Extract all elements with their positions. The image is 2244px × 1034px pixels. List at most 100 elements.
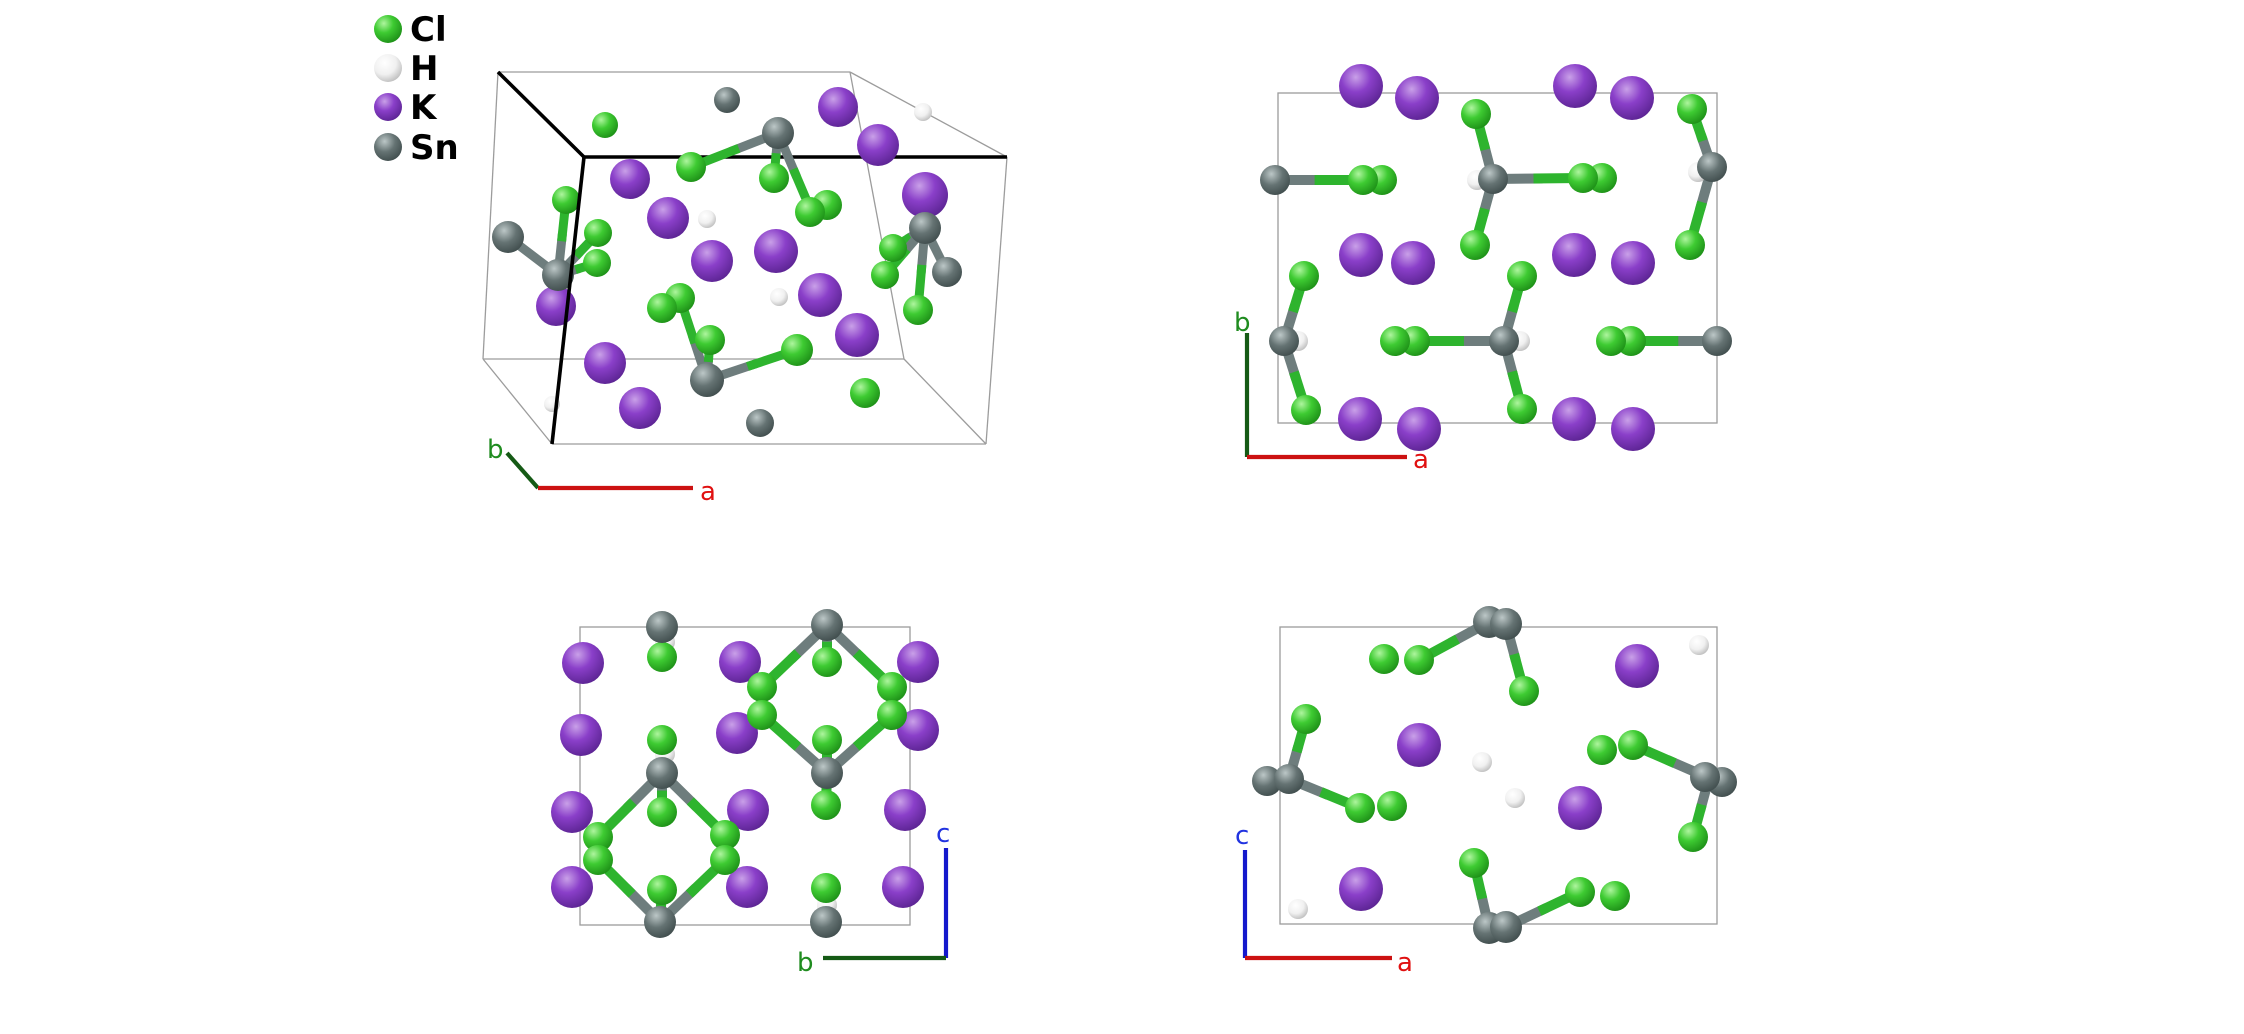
- k-atom: [719, 641, 761, 683]
- cl-atom: [647, 875, 677, 905]
- k-atom: [1395, 76, 1439, 120]
- cl-atom: [647, 725, 677, 755]
- k-atom: [902, 172, 948, 218]
- cl-atom: [903, 295, 933, 325]
- legend-sn-swatch: [374, 133, 402, 161]
- cl-atom: [1461, 99, 1491, 129]
- axis-a-label: a: [1397, 948, 1413, 978]
- cl-atom: [811, 790, 841, 820]
- sn-atom: [1260, 165, 1290, 195]
- k-atom: [1397, 723, 1441, 767]
- sn-atom: [542, 259, 574, 291]
- k-atom: [1397, 407, 1441, 451]
- sn-atom: [810, 906, 842, 938]
- k-atom: [818, 87, 858, 127]
- legend-k-swatch: [374, 93, 402, 121]
- k-atom: [560, 714, 602, 756]
- cl-atom: [647, 642, 677, 672]
- axis-widget: cb: [797, 819, 950, 978]
- sn-atom: [1252, 766, 1282, 796]
- cl-atom: [747, 672, 777, 702]
- axis-widget: ba: [487, 435, 716, 507]
- k-atom: [1610, 76, 1654, 120]
- sn-atom: [714, 87, 740, 113]
- cl-atom: [1369, 644, 1399, 674]
- cl-atom: [1677, 94, 1707, 124]
- k-atom: [1611, 241, 1655, 285]
- sn-atom: [492, 221, 524, 253]
- sn-atom: [1490, 911, 1522, 943]
- sn-atom: [1702, 326, 1732, 356]
- cell-outline: [1277, 92, 1718, 424]
- k-atom: [1552, 397, 1596, 441]
- cl-atom: [812, 725, 842, 755]
- axis-b-label: b: [797, 948, 814, 978]
- axis-c-label: c: [936, 819, 950, 849]
- cl-atom: [1348, 165, 1378, 195]
- k-atom: [726, 866, 768, 908]
- k-atom: [691, 240, 733, 282]
- axis-b-line: [505, 451, 540, 490]
- cl-atom: [747, 700, 777, 730]
- cl-atom: [695, 325, 725, 355]
- cl-atom: [811, 873, 841, 903]
- axis-widget: ca: [1235, 821, 1413, 978]
- cl-atom: [1678, 822, 1708, 852]
- sn-atom: [811, 609, 843, 641]
- axis-c-label: c: [1235, 821, 1249, 851]
- legend-item-h: H: [374, 49, 438, 89]
- sn-atom: [932, 257, 962, 287]
- k-atom: [584, 342, 626, 384]
- legend-item-cl: Cl: [374, 10, 447, 50]
- cl-atom: [1377, 791, 1407, 821]
- panel-bc-projection: cb: [551, 609, 950, 978]
- k-atom: [857, 124, 899, 166]
- sn-atom: [1697, 152, 1727, 182]
- cl-atom: [1600, 881, 1630, 911]
- sn-atom: [909, 212, 941, 244]
- panel-ac-projection: ca: [1235, 606, 1737, 978]
- cl-atom: [552, 186, 580, 214]
- k-atom: [610, 159, 650, 199]
- axis-b-label: b: [487, 435, 504, 465]
- panel-perspective-view: ba: [482, 70, 1008, 507]
- cl-atom: [583, 822, 613, 852]
- legend-sn-label: Sn: [410, 128, 459, 168]
- cl-atom: [647, 293, 677, 323]
- k-atom: [897, 709, 939, 751]
- k-atom: [1615, 644, 1659, 688]
- h-atom: [770, 288, 788, 306]
- sn-atom: [690, 363, 724, 397]
- k-atom: [1338, 397, 1382, 441]
- sn-atom: [646, 611, 678, 643]
- k-atom: [1339, 64, 1383, 108]
- k-atom: [647, 197, 689, 239]
- cl-atom: [1509, 676, 1539, 706]
- cell-edge: [985, 156, 1008, 445]
- cl-atom: [877, 672, 907, 702]
- k-atom: [1339, 233, 1383, 277]
- cell-edge: [482, 71, 499, 360]
- k-atom: [1553, 64, 1597, 108]
- cl-atom: [1565, 877, 1595, 907]
- k-atom: [1339, 867, 1383, 911]
- k-atom: [551, 866, 593, 908]
- k-atom: [798, 273, 842, 317]
- sn-atom: [746, 409, 774, 437]
- sn-atom: [1490, 608, 1522, 640]
- sn-atom: [644, 906, 676, 938]
- cell-edge: [849, 71, 905, 360]
- cl-atom: [1618, 730, 1648, 760]
- cl-atom: [850, 378, 880, 408]
- cl-atom: [1345, 793, 1375, 823]
- cl-atom: [583, 249, 611, 277]
- cl-atom: [1675, 230, 1705, 260]
- cl-atom: [871, 261, 899, 289]
- cl-atom: [795, 197, 825, 227]
- sn-atom: [646, 757, 678, 789]
- k-atom: [882, 866, 924, 908]
- cell-edge: [482, 358, 553, 445]
